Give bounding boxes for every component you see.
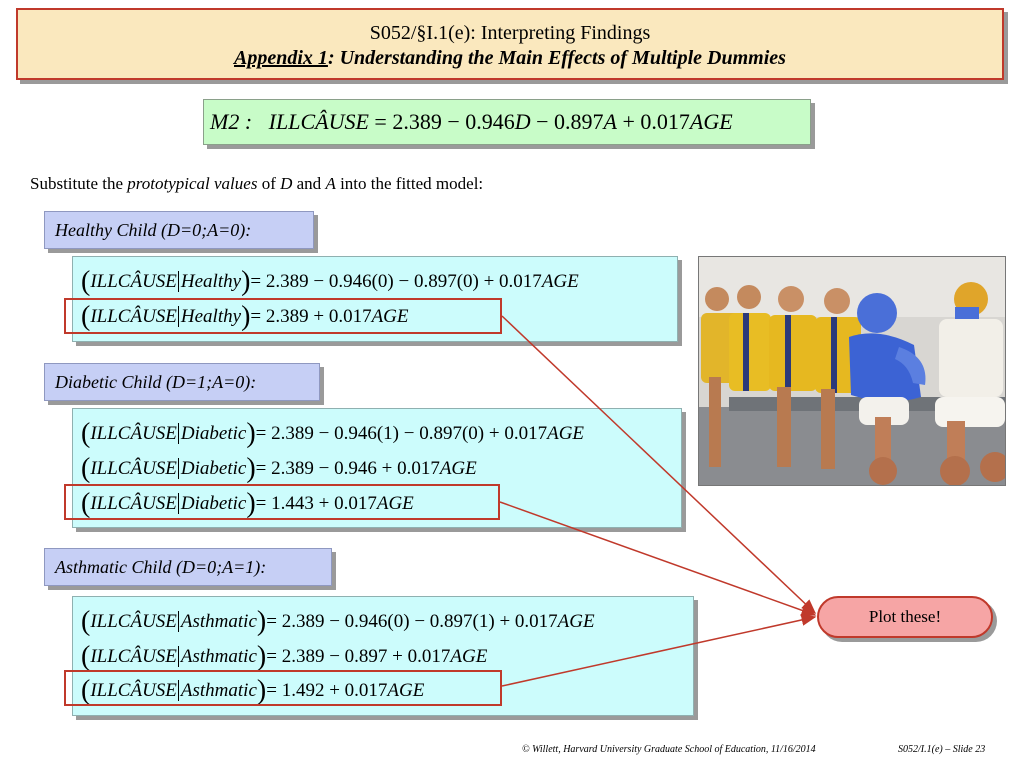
eq-lhs: ILLCÂUSE: [90, 646, 177, 667]
slide-title: S052/§I.1(e): Interpreting Findings: [369, 22, 651, 44]
substitute-post: into the fitted model:: [335, 174, 484, 193]
arrow-healthy: [501, 315, 817, 615]
model-lhs: ILLCÂUSE: [268, 109, 369, 134]
eq-lhs: ILLCÂUSE: [90, 423, 177, 444]
substitute-d: D: [280, 174, 293, 193]
subtitle-text: : Understanding the Main Effects of Mult…: [327, 47, 786, 69]
eq-age: AGE: [450, 646, 488, 667]
substitute-pre: Substitute the: [30, 174, 128, 193]
eq-condition: Healthy: [177, 306, 242, 327]
arrow-asthmatic: [501, 614, 817, 687]
eq-age: AGE: [557, 611, 595, 632]
footer-slide-number: S052/I.1(e) – Slide 23: [898, 744, 986, 755]
healthy-label: Healthy Child (D=0;A=0):: [55, 220, 252, 240]
eq-condition: Asthmatic: [177, 611, 257, 632]
model-rhs: = 2.389 − 0.946: [374, 109, 515, 134]
eq-lhs: ILLCÂUSE: [90, 458, 177, 479]
appendix-label: Appendix 1: [234, 47, 328, 69]
model-minus-a: − 0.897: [530, 109, 604, 134]
eq-age: AGE: [371, 306, 409, 327]
eq-rhs: = 2.389 − 0.946 + 0.017: [255, 458, 440, 479]
eq-lhs: ILLCÂUSE: [90, 680, 177, 701]
dummies-illustration: [699, 257, 1005, 485]
slide-subtitle: Appendix 1: Understanding the Main Effec…: [18, 45, 1002, 71]
eq-rhs: = 2.389 − 0.897 + 0.017: [266, 646, 451, 667]
eq-age: AGE: [541, 271, 579, 292]
eq-age: AGE: [547, 423, 585, 444]
eq-rhs: = 2.389 − 0.946(0) − 0.897(0) + 0.017: [250, 271, 542, 292]
model-label: M2 :: [210, 109, 253, 134]
eq-condition: Diabetic: [177, 493, 247, 514]
model-equation-box: M2 : ILLCÂUSE = 2.389 − 0.946D − 0.897A …: [203, 99, 811, 145]
eq-age: AGE: [376, 493, 414, 514]
eq-lhs: ILLCÂUSE: [90, 306, 177, 327]
plot-these-button[interactable]: Plot these!: [817, 596, 993, 638]
substitute-mid2: and: [292, 174, 326, 193]
eq-condition: Asthmatic: [177, 646, 257, 667]
healthy-label-box: Healthy Child (D=0;A=0):: [44, 211, 314, 249]
eq-rhs: = 2.389 + 0.017: [250, 306, 372, 327]
arrow-diabetic: [499, 501, 817, 617]
crash-test-dummies-photo: [698, 256, 1006, 486]
substitute-mid1: of: [257, 174, 281, 193]
slide-title-box: S052/§I.1(e): Interpreting Findings Appe…: [16, 8, 1004, 80]
eq-age: AGE: [387, 680, 425, 701]
eq-rhs: = 1.443 + 0.017: [255, 493, 377, 514]
asthmatic-highlight-box: [64, 670, 502, 706]
substitute-italic: prototypical values: [127, 174, 258, 193]
eq-condition: Diabetic: [177, 423, 247, 444]
model-age: AGE: [689, 109, 733, 134]
model-d: D: [514, 109, 531, 134]
eq-rhs: = 1.492 + 0.017: [266, 680, 388, 701]
asthmatic-label-box: Asthmatic Child (D=0;A=1):: [44, 548, 332, 586]
diabetic-label: Diabetic Child (D=1;A=0):: [55, 372, 257, 392]
eq-rhs: = 2.389 − 0.946(0) − 0.897(1) + 0.017: [266, 611, 558, 632]
eq-lhs: ILLCÂUSE: [90, 493, 177, 514]
eq-lhs: ILLCÂUSE: [90, 611, 177, 632]
eq-rhs: = 2.389 − 0.946(1) − 0.897(0) + 0.017: [255, 423, 548, 444]
eq-age: AGE: [439, 458, 477, 479]
eq-condition: Diabetic: [177, 458, 247, 479]
model-plus-age: + 0.017: [617, 109, 690, 134]
eq-condition: Healthy: [177, 271, 242, 292]
asthmatic-label: Asthmatic Child (D=0;A=1):: [55, 557, 267, 577]
model-a: A: [603, 109, 617, 134]
eq-condition: Asthmatic: [177, 680, 257, 701]
substitute-a: A: [325, 174, 336, 193]
healthy-highlight-box: [64, 298, 502, 334]
substitute-instruction: Substitute the prototypical values of D …: [30, 174, 483, 194]
diabetic-label-box: Diabetic Child (D=1;A=0):: [44, 363, 320, 401]
diabetic-highlight-box: [64, 484, 500, 520]
footer-copyright: © Willett, Harvard University Graduate S…: [522, 744, 816, 755]
eq-lhs: ILLCÂUSE: [90, 271, 177, 292]
